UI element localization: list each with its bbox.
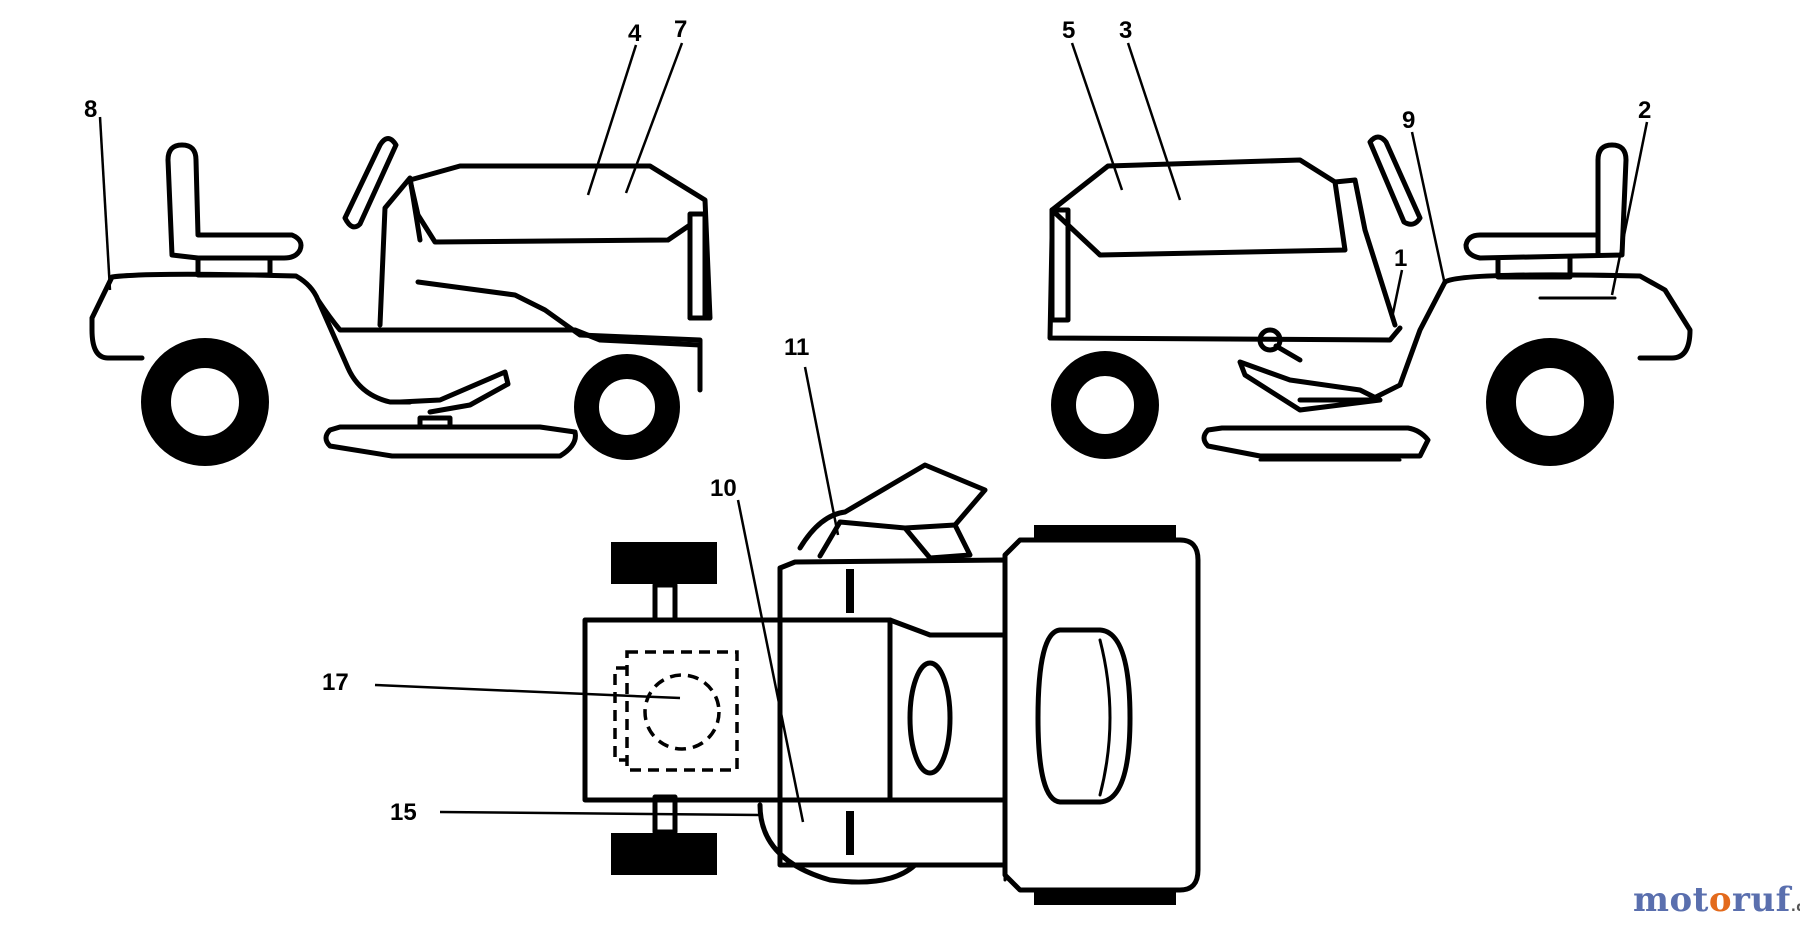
callout-15: 15 xyxy=(390,799,417,826)
mower-deck xyxy=(1201,425,1431,459)
hood xyxy=(1049,157,1348,258)
hood-top xyxy=(1002,537,1201,893)
callout-8: 8 xyxy=(84,96,97,123)
mower-deck xyxy=(323,424,578,459)
rear-right-tire xyxy=(611,833,717,875)
motoruf-watermark: motoruf.de xyxy=(1633,880,1800,920)
front-wheel-hub xyxy=(1072,372,1138,438)
side-panel xyxy=(315,297,703,348)
steering-wheel xyxy=(342,136,399,230)
leader-lines xyxy=(98,42,1649,823)
leader-9 xyxy=(1410,131,1447,286)
tractor-top-view xyxy=(582,462,1201,905)
hood-lower xyxy=(1047,235,1403,343)
leader-7 xyxy=(624,42,684,194)
seat-back-outline xyxy=(613,666,627,762)
grille-inner xyxy=(1098,638,1112,797)
leader-2 xyxy=(1610,121,1649,296)
callout-labels: 8 4 7 5 3 9 2 1 11 10 17 15 xyxy=(84,16,1651,826)
fender-mark-bottom xyxy=(846,811,854,855)
leader-1 xyxy=(1390,269,1404,319)
leader-11 xyxy=(803,366,840,536)
front-grille xyxy=(1035,627,1133,805)
rear-wheel-hub xyxy=(1512,364,1588,440)
callout-1: 1 xyxy=(1394,245,1407,272)
front-right-tire xyxy=(1034,889,1176,905)
deck-hanger xyxy=(417,415,453,430)
hitch-arc xyxy=(757,802,918,885)
footrest xyxy=(397,369,511,415)
rear-fender-side xyxy=(1297,279,1448,403)
leader-15 xyxy=(439,810,761,817)
leader-10 xyxy=(736,499,805,823)
rear-fender xyxy=(89,271,413,405)
watermark-tld: .de xyxy=(1790,900,1800,915)
leader-5 xyxy=(1070,42,1124,191)
rear-wheel-hub xyxy=(167,364,243,440)
hood-front-panel xyxy=(687,211,708,321)
front-left-tire xyxy=(1034,525,1176,541)
fender-mark-top xyxy=(846,569,854,613)
callout-3: 3 xyxy=(1119,17,1132,44)
seat xyxy=(1463,142,1629,261)
callout-11: 11 xyxy=(784,334,809,361)
front-wheel-hub xyxy=(595,375,659,439)
callout-4: 4 xyxy=(628,20,642,47)
leader-3 xyxy=(1126,42,1182,201)
rear-left-tire xyxy=(611,542,717,584)
hood-front-panel xyxy=(1049,207,1071,323)
leader-4 xyxy=(586,44,638,196)
rear-fender-lower xyxy=(89,327,145,361)
watermark-suffix: ruf xyxy=(1732,880,1791,920)
steering-wheel xyxy=(1367,134,1423,227)
seat-cushion-outline xyxy=(643,673,721,751)
callout-5: 5 xyxy=(1062,17,1075,44)
watermark-prefix: mot xyxy=(1633,880,1709,920)
lift-lever xyxy=(1273,343,1303,363)
callout-7: 7 xyxy=(674,16,687,43)
steering-wheel-top xyxy=(907,660,953,776)
tractor-left-side-view xyxy=(89,136,713,466)
rear-axle-top xyxy=(652,582,678,623)
watermark-accent-letter: o xyxy=(1708,880,1733,920)
callout-10: 10 xyxy=(710,475,737,502)
callout-9: 9 xyxy=(1402,107,1415,134)
discharge-chute-side xyxy=(902,522,958,531)
steering-column xyxy=(1332,177,1398,328)
lift-lever-knob xyxy=(1257,327,1283,353)
tractor-right-side-view xyxy=(1047,134,1693,466)
discharge-chute xyxy=(797,462,988,561)
seat xyxy=(165,142,304,261)
seat-outline xyxy=(625,650,739,772)
hood-lower xyxy=(415,279,703,393)
leader-17 xyxy=(374,683,681,700)
footrest xyxy=(1237,359,1383,413)
callout-17: 17 xyxy=(322,669,349,696)
leader-8 xyxy=(98,116,112,291)
hood xyxy=(407,163,713,321)
callout-2: 2 xyxy=(1638,97,1651,124)
